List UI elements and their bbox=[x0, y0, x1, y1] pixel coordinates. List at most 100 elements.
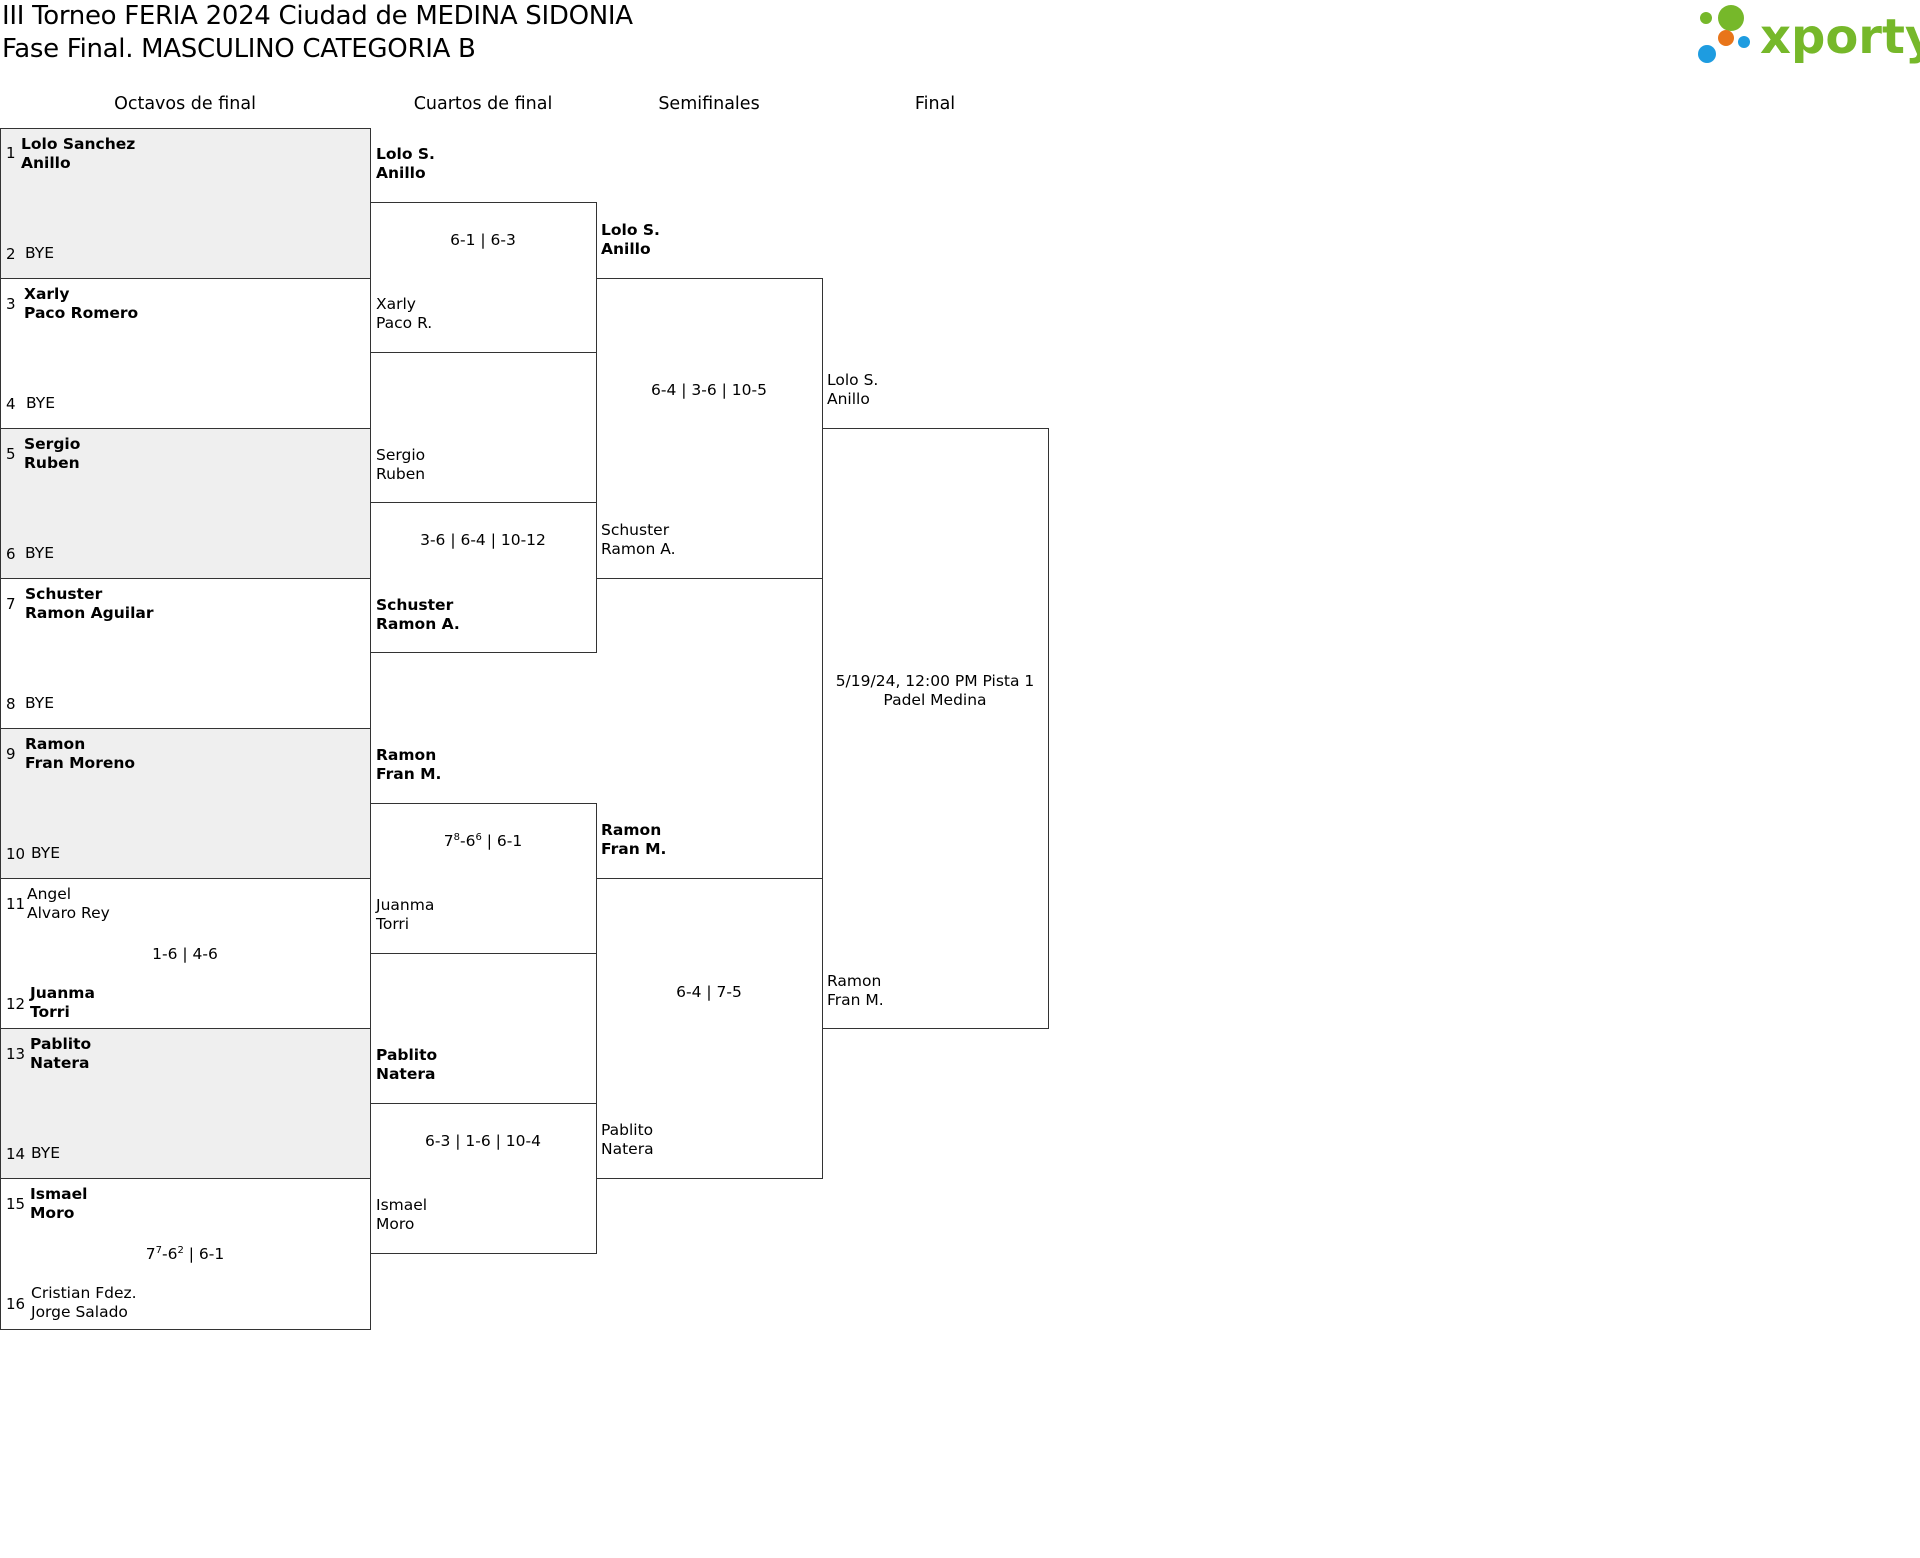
player-name: Natera bbox=[376, 1065, 436, 1083]
player-name: Natera bbox=[30, 1054, 90, 1072]
player-name: Fran M. bbox=[827, 991, 884, 1009]
round-header-sf: Semifinales bbox=[658, 94, 760, 114]
seed-4: 4 bbox=[6, 395, 16, 413]
r16-1-team-b: BYE bbox=[25, 244, 55, 262]
player-name: Sergio bbox=[24, 435, 81, 453]
logo-dot-blue-small bbox=[1738, 36, 1750, 48]
seed-8: 8 bbox=[6, 695, 16, 713]
player-name: Ramon bbox=[25, 735, 86, 753]
player-name: Angel bbox=[27, 885, 72, 903]
seed-9: 9 bbox=[6, 745, 16, 763]
player-name: Jorge Salado bbox=[31, 1303, 128, 1321]
player-name: Fran Moreno bbox=[25, 754, 136, 772]
seed-2: 2 bbox=[6, 245, 16, 263]
seed-12: 12 bbox=[6, 995, 26, 1013]
player-name: Juanma bbox=[30, 984, 95, 1002]
final-datetime-court: 5/19/24, 12:00 PM Pista 1 bbox=[835, 672, 1035, 690]
qf-3-score: 78-66 | 6-1 bbox=[443, 832, 523, 851]
round-header-qf: Cuartos de final bbox=[413, 94, 553, 114]
player-name: Ramon A. bbox=[376, 615, 460, 633]
round-header-final: Final bbox=[914, 94, 956, 114]
sf-1-score: 6-4 | 3-6 | 10-5 bbox=[651, 381, 767, 399]
r16-3-team-b: BYE bbox=[25, 544, 55, 562]
qf-1-score: 6-1 | 6-3 bbox=[450, 231, 516, 249]
r16-4-team-b: BYE bbox=[25, 694, 55, 712]
r16-7-team-b: BYE bbox=[31, 1144, 61, 1162]
final-match bbox=[822, 428, 1049, 1029]
r16-match-7 bbox=[0, 1028, 371, 1179]
seed-13: 13 bbox=[6, 1045, 26, 1063]
player-name: Paco Romero bbox=[24, 304, 139, 322]
player-name: Anillo bbox=[827, 390, 870, 408]
seed-10: 10 bbox=[6, 845, 26, 863]
player-name: Ramon bbox=[601, 821, 662, 839]
r16-match-5 bbox=[0, 728, 371, 879]
player-name: Sergio bbox=[376, 446, 426, 464]
player-name: Anillo bbox=[21, 154, 71, 172]
round-header-r16: Octavos de final bbox=[114, 94, 256, 114]
player-name: Ruben bbox=[376, 465, 426, 483]
player-name: Lolo S. bbox=[376, 145, 435, 163]
player-name: Xarly bbox=[376, 295, 416, 313]
r16-2-team-b: BYE bbox=[26, 394, 56, 412]
player-name: Alvaro Rey bbox=[27, 904, 110, 922]
player-name: Anillo bbox=[601, 240, 651, 258]
player-name: Paco R. bbox=[376, 314, 433, 332]
qf-4-score: 6-3 | 1-6 | 10-4 bbox=[425, 1132, 541, 1150]
tournament-title: III Torneo FERIA 2024 Ciudad de MEDINA S… bbox=[2, 0, 633, 66]
seed-3: 3 bbox=[6, 295, 16, 313]
r16-6-score: 1-6 | 4-6 bbox=[152, 945, 218, 963]
seed-5: 5 bbox=[6, 445, 16, 463]
player-name: Schuster bbox=[601, 521, 670, 539]
player-name: Natera bbox=[601, 1140, 654, 1158]
title-line-1: III Torneo FERIA 2024 Ciudad de MEDINA S… bbox=[2, 1, 633, 31]
player-name: Torri bbox=[376, 915, 410, 933]
r16-match-1 bbox=[0, 128, 371, 279]
player-name: Ramon Aguilar bbox=[25, 604, 154, 622]
player-name: Moro bbox=[376, 1215, 415, 1233]
player-name: Lolo S. bbox=[827, 371, 879, 389]
logo-wordmark: xporty bbox=[1760, 9, 1920, 65]
logo-dot-blue-large bbox=[1698, 45, 1716, 63]
player-name: Pablito bbox=[30, 1035, 92, 1053]
seed-14: 14 bbox=[6, 1145, 26, 1163]
player-name: Xarly bbox=[24, 285, 70, 303]
player-name: Schuster bbox=[25, 585, 103, 603]
player-name: Ramon A. bbox=[601, 540, 676, 558]
seed-6: 6 bbox=[6, 545, 16, 563]
r16-8-team-b: Cristian Fdez.Jorge Salado bbox=[31, 1284, 137, 1322]
sf-1-team-a: Lolo S.Anillo bbox=[601, 221, 660, 259]
seed-7: 7 bbox=[6, 595, 16, 613]
logo-dot-green-large bbox=[1718, 5, 1744, 31]
player-name: Pablito bbox=[601, 1121, 654, 1139]
player-name: Fran M. bbox=[376, 765, 442, 783]
logo-dot-orange bbox=[1718, 30, 1734, 46]
player-name: Anillo bbox=[376, 164, 426, 182]
player-name: Lolo S. bbox=[601, 221, 660, 239]
player-name: Moro bbox=[30, 1204, 75, 1222]
player-name: Ramon bbox=[376, 746, 437, 764]
logo-dot-green-small bbox=[1700, 12, 1712, 24]
player-name: Schuster bbox=[376, 596, 454, 614]
qf-2-score: 3-6 | 6-4 | 10-12 bbox=[420, 531, 546, 549]
player-name: Juanma bbox=[376, 896, 435, 914]
qf-1-team-a: Lolo S.Anillo bbox=[376, 145, 435, 183]
player-name: Pablito bbox=[376, 1046, 438, 1064]
